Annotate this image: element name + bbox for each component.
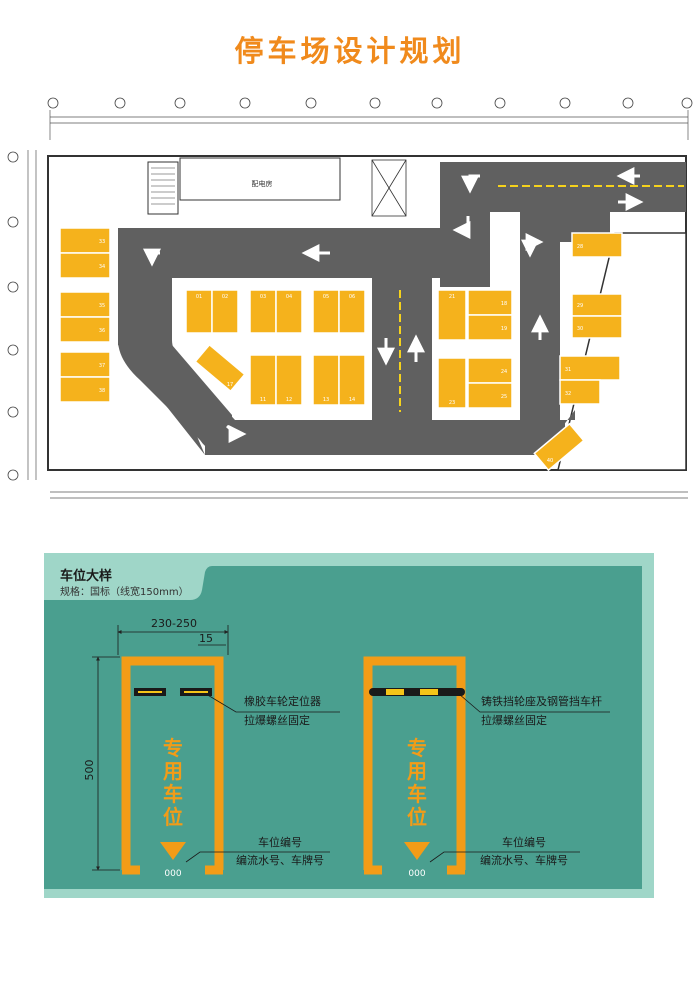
svg-text:专: 专 bbox=[407, 736, 427, 760]
spot-labels: 33 34 35 36 37 38 01 02 03 04 05 06 11 1… bbox=[99, 239, 583, 464]
left-spot-text: 专 用 车 位 bbox=[163, 736, 183, 829]
detail-subtitle: 规格：国标（线宽150mm） bbox=[60, 585, 189, 598]
right-number-triangle bbox=[404, 842, 430, 860]
page-title: 停车场设计规划 bbox=[234, 34, 466, 68]
svg-text:30: 30 bbox=[577, 326, 583, 332]
floor-plan: 配电房 bbox=[7, 97, 693, 499]
svg-text:36: 36 bbox=[99, 328, 105, 334]
left-dimension bbox=[27, 150, 37, 480]
traffic-arrows bbox=[143, 167, 644, 443]
left-number-triangle bbox=[160, 842, 186, 860]
svg-text:38: 38 bbox=[99, 388, 105, 394]
dim-height: 500 bbox=[83, 760, 96, 781]
svg-text:11: 11 bbox=[260, 397, 266, 403]
panel-inner bbox=[44, 566, 642, 889]
svg-text:29: 29 bbox=[577, 303, 583, 309]
svg-text:31: 31 bbox=[565, 367, 571, 373]
svg-text:23: 23 bbox=[449, 400, 455, 406]
svg-text:21: 21 bbox=[449, 294, 455, 300]
left-number-label-2: 编流水号、车牌号 bbox=[236, 853, 324, 867]
svg-text:02: 02 bbox=[222, 294, 228, 300]
steel-barrier bbox=[369, 688, 465, 696]
grid-bubbles-left bbox=[7, 151, 19, 481]
svg-text:05: 05 bbox=[323, 294, 329, 300]
svg-text:12: 12 bbox=[286, 397, 292, 403]
right-spot-frame bbox=[363, 656, 466, 870]
svg-text:04: 04 bbox=[286, 294, 292, 300]
right-label-1: 铸铁挡轮座及钢管挡车杆 bbox=[481, 694, 602, 708]
left-spot-frame bbox=[121, 656, 224, 870]
svg-text:24: 24 bbox=[501, 369, 507, 375]
bottom-dimension bbox=[50, 491, 688, 499]
stairwell bbox=[147, 161, 179, 215]
svg-text:17: 17 bbox=[227, 382, 233, 388]
svg-text:34: 34 bbox=[99, 264, 105, 270]
right-spot-text: 专 用 车 位 bbox=[407, 736, 427, 829]
svg-text:13: 13 bbox=[323, 397, 329, 403]
svg-text:19: 19 bbox=[501, 326, 507, 332]
svg-text:25: 25 bbox=[501, 394, 507, 400]
top-dimension bbox=[49, 110, 689, 140]
svg-text:06: 06 bbox=[349, 294, 355, 300]
leader-lines bbox=[185, 693, 610, 863]
left-label-1: 橡胶车轮定位器 bbox=[244, 694, 321, 708]
svg-text:14: 14 bbox=[349, 397, 355, 403]
svg-text:32: 32 bbox=[565, 391, 571, 397]
svg-text:用: 用 bbox=[407, 759, 427, 783]
svg-text:35: 35 bbox=[99, 303, 105, 309]
shaft bbox=[371, 159, 407, 217]
svg-text:37: 37 bbox=[99, 363, 105, 369]
dimension-lines bbox=[92, 625, 229, 871]
right-spot-number: 000 bbox=[408, 869, 425, 879]
road-curve bbox=[118, 340, 240, 455]
svg-text:车: 车 bbox=[407, 782, 427, 806]
svg-text:40: 40 bbox=[547, 458, 553, 464]
detail-panel: 车位大样 规格：国标（线宽150mm） 230-250 15 500 专 用 bbox=[44, 553, 654, 898]
svg-text:位: 位 bbox=[407, 805, 427, 829]
right-label-2: 拉爆螺丝固定 bbox=[481, 713, 547, 727]
right-number-label-1: 车位编号 bbox=[502, 835, 546, 849]
parking-spots bbox=[59, 227, 623, 409]
left-label-2: 拉爆螺丝固定 bbox=[244, 713, 310, 727]
svg-text:18: 18 bbox=[501, 301, 507, 307]
svg-text:用: 用 bbox=[163, 759, 183, 783]
dim-line: 15 bbox=[199, 632, 213, 645]
spot-diagonal-right bbox=[533, 422, 585, 472]
spot-diagonal-center bbox=[194, 343, 246, 393]
svg-text:车: 车 bbox=[163, 782, 183, 806]
detail-title: 车位大样 bbox=[60, 568, 112, 584]
dim-width: 230-250 bbox=[151, 617, 197, 630]
svg-text:位: 位 bbox=[163, 805, 183, 829]
svg-text:28: 28 bbox=[577, 244, 583, 250]
svg-text:03: 03 bbox=[260, 294, 266, 300]
electrical-room bbox=[179, 157, 341, 201]
svg-text:专: 专 bbox=[163, 736, 183, 760]
room-label: 配电房 bbox=[252, 179, 273, 188]
right-number-label-2: 编流水号、车牌号 bbox=[480, 853, 568, 867]
svg-text:01: 01 bbox=[196, 294, 202, 300]
svg-text:33: 33 bbox=[99, 239, 105, 245]
grid-bubbles-top bbox=[47, 97, 693, 109]
left-spot-number: 000 bbox=[164, 869, 181, 879]
left-number-label-1: 车位编号 bbox=[258, 835, 302, 849]
wheel-stoppers bbox=[134, 688, 212, 696]
